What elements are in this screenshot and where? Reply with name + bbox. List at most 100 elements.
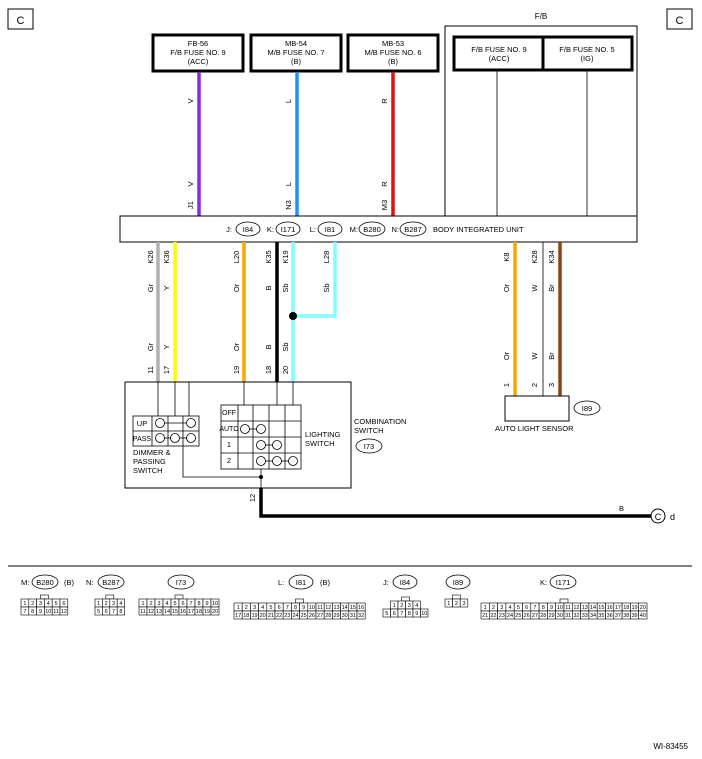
pin-number: 20 [640, 605, 646, 611]
pin-cell [420, 608, 429, 618]
pin-number: 9 [415, 611, 418, 617]
pin-number: 11 [317, 605, 323, 611]
pin-number: 7 [112, 609, 115, 615]
pin-number: 7 [189, 601, 192, 607]
svg-text:I81: I81 [325, 225, 335, 234]
pin-number: 25 [301, 613, 307, 619]
combination-switch-label-1: COMBINATION [354, 417, 406, 426]
pin-number: 37 [615, 613, 621, 619]
wire-label-bottom: R [380, 181, 389, 187]
pin-number: 2 [105, 601, 108, 607]
pin-number: 9 [550, 605, 553, 611]
wire-labels-gray: K26 Gr Gr 11 [146, 250, 155, 374]
pin-number: 7 [400, 611, 403, 617]
connector-latch [174, 594, 184, 600]
connector-latch [401, 596, 410, 602]
pin-number: 3 [408, 603, 411, 609]
pin-number: 31 [350, 613, 356, 619]
pin-number: 8 [408, 611, 411, 617]
pin-number: 7 [23, 609, 26, 615]
legend-header-i171: K: I171 [540, 574, 577, 590]
svg-text:K35: K35 [264, 250, 273, 263]
pin-number: 5 [97, 609, 100, 615]
pin-number: 1 [97, 601, 100, 607]
fuse-line3: (B) [388, 57, 399, 66]
lighting-switch: OFF AUTO 1 2 LIGHTING SWITCH [219, 382, 341, 470]
pin-number: 14 [590, 605, 596, 611]
wire-labels-skyblue-branch: L28 Sb [322, 251, 331, 293]
corner-box-left: C [7, 8, 34, 30]
fuse-line1: F/B FUSE NO. 9 [471, 45, 526, 54]
pin-number: 2 [400, 603, 403, 609]
svg-text:L28: L28 [322, 251, 331, 264]
pin-number: 6 [393, 611, 396, 617]
pin-number: 14 [342, 605, 348, 611]
pin-number: 31 [565, 613, 571, 619]
fuse-box-mb54: MB-54 M/B FUSE NO. 7 (B) [249, 33, 343, 73]
pin-number: 3 [39, 601, 42, 607]
wire-pin: M3 [380, 200, 389, 210]
wire-label-top: L [284, 99, 293, 103]
biu-connector-k: K: I171 [267, 221, 301, 237]
fuse-line1: MB-53 [382, 39, 404, 48]
pin-number: 12 [325, 605, 331, 611]
svg-text:L:: L: [310, 225, 316, 234]
pin-number: 12 [61, 609, 67, 615]
pin-number: 14 [164, 609, 170, 615]
fuse-line3: (B) [291, 57, 302, 66]
svg-text:K36: K36 [162, 250, 171, 263]
svg-text:L20: L20 [232, 251, 241, 264]
fuse-line2: M/B FUSE NO. 7 [267, 48, 324, 57]
biu-label: BODY INTEGRATED UNIT [433, 225, 524, 234]
pin-number: 32 [573, 613, 579, 619]
svg-text:11: 11 [146, 366, 155, 374]
pin-number: 21 [482, 613, 488, 619]
svg-text:Y: Y [162, 285, 171, 290]
pin-number: 35 [598, 613, 604, 619]
pin-number: 19 [251, 613, 257, 619]
connector-latch [40, 594, 49, 600]
pin-number: 8 [542, 605, 545, 611]
svg-text:B: B [264, 344, 273, 349]
svg-text:Sb: Sb [281, 342, 290, 351]
pin-number: 12 [148, 609, 154, 615]
pin-number: 8 [197, 601, 200, 607]
pin-number: 19 [631, 605, 637, 611]
pin-number: 11 [140, 609, 146, 615]
combination-switch-code: I73 [364, 442, 374, 451]
pin-number: 6 [105, 609, 108, 615]
svg-text:I84: I84 [243, 225, 253, 234]
svg-text:K:: K: [540, 578, 547, 587]
svg-text:20: 20 [281, 366, 290, 374]
svg-text:18: 18 [264, 366, 273, 374]
pin-number: 26 [309, 613, 315, 619]
svg-text:I89: I89 [453, 578, 463, 587]
combination-switch-code-oval [355, 438, 383, 454]
fuse-line2: (IG) [581, 54, 594, 63]
pin-number: 4 [47, 601, 50, 607]
pin-number: 21 [268, 613, 274, 619]
dimmer-pass-label: PASS [133, 436, 151, 443]
auto-light-sensor-code-oval [573, 400, 601, 416]
pin-number: 29 [333, 613, 339, 619]
pin-number: 2 [455, 601, 458, 607]
pin-number: 4 [165, 601, 168, 607]
pin-number: 6 [525, 605, 528, 611]
splice-dot [289, 312, 297, 320]
pin-number: 10 [309, 605, 315, 611]
wire-skyblue-branch [293, 242, 337, 318]
svg-text:K19: K19 [281, 250, 290, 263]
pin-number: 8 [31, 609, 34, 615]
svg-text:I81: I81 [296, 578, 306, 587]
dimmer-passing-switch: UP PASS DIMMER & PASSING SWITCH [132, 382, 200, 475]
svg-text:Sb: Sb [281, 283, 290, 292]
fuse-line1: MB-54 [285, 39, 307, 48]
lighting-row-auto: AUTO [219, 426, 239, 433]
legend-header-i89: I89 [445, 574, 471, 590]
svg-text:L:: L: [278, 578, 284, 587]
wire-labels-orange-sensor: K8 Or Or 1 [502, 252, 511, 387]
connector-latch [295, 598, 304, 604]
